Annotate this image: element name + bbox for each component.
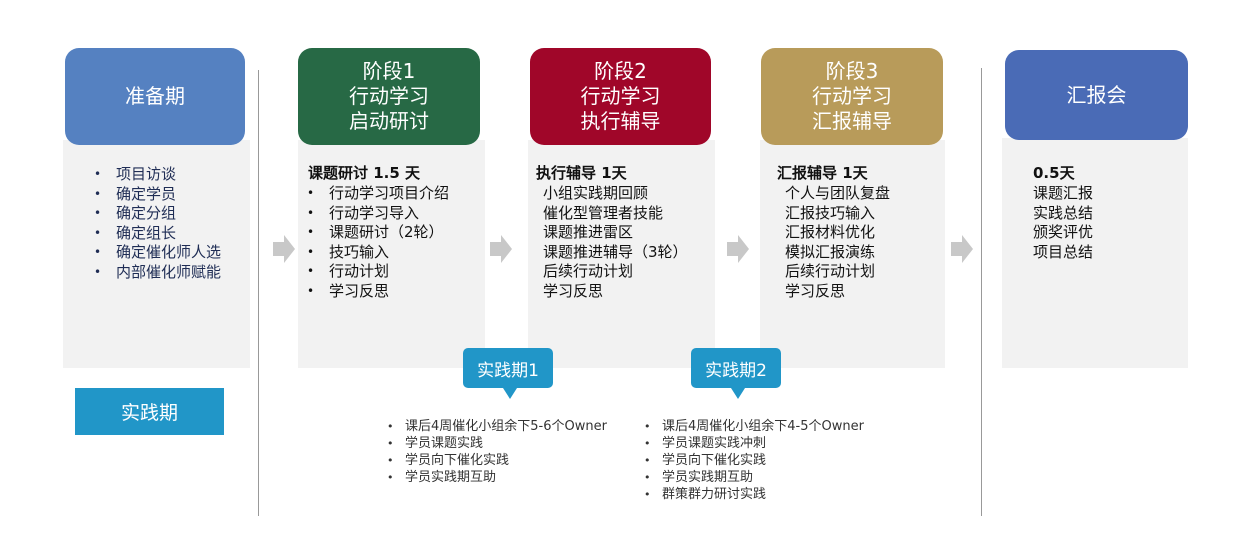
list-item: 技巧输入 [307, 243, 449, 263]
stage-header-phase-1: 阶段1 行动学习 启动研讨 [298, 48, 480, 145]
practice-2-list: 课后4周催化小组余下4-5个Owner 学员课题实践冲刺 学员向下催化实践 学员… [644, 418, 864, 503]
stage-title: 准备期 [125, 84, 185, 108]
list-item: 学员课题实践 [387, 435, 607, 452]
divider [258, 70, 259, 516]
list-item: 学员实践期互助 [387, 469, 607, 486]
list-item: 学员向下催化实践 [387, 452, 607, 469]
arrow-right-icon [273, 235, 295, 263]
preparation-list: 项目访谈 确定学员 确定分组 确定组长 确定催化师人选 内部催化师赋能 [94, 165, 221, 283]
list-item: 学员课题实践冲刺 [644, 435, 864, 452]
stage-heading: 0.5天 [1033, 164, 1075, 182]
list-item: 小组实践期回顾 [543, 184, 649, 202]
stage-heading: 课题研讨 1.5 天 [308, 164, 421, 182]
list-item: 学员向下催化实践 [644, 452, 864, 469]
practice-1-list: 课后4周催化小组余下5-6个Owner 学员课题实践 学员向下催化实践 学员实践… [387, 418, 607, 486]
list-item: 行动学习导入 [307, 204, 449, 224]
list-item: 学习反思 [307, 282, 449, 302]
stage-heading: 执行辅导 1天 [536, 164, 627, 182]
stage-title: 行动学习 [349, 84, 429, 108]
stage-title: 汇报会 [1066, 82, 1127, 107]
list-item: 模拟汇报演练 [785, 242, 876, 261]
list-item: 汇报材料优化 [785, 223, 876, 241]
stage-title: 阶段3 [825, 59, 879, 83]
stage-header-report: 汇报会 [1005, 50, 1188, 140]
list-item: 课后4周催化小组余下4-5个Owner [644, 418, 864, 435]
arrow-right-icon [490, 235, 512, 263]
list-item: 课题推进辅导（3轮） [543, 242, 688, 261]
practice-callout-2: 实践期2 [691, 348, 781, 399]
stage-title: 执行辅导 [580, 109, 661, 133]
list-item: 确定学员 [94, 185, 221, 205]
arrow-right-icon [727, 235, 749, 263]
list-item: 行动计划 [307, 262, 449, 282]
stage-title: 行动学习 [812, 84, 892, 108]
stage-heading: 汇报辅导 1天 [777, 164, 868, 182]
stage-body-phase-2 [528, 140, 715, 368]
list-item: 项目总结 [1033, 242, 1094, 261]
list-item: 汇报技巧输入 [785, 203, 876, 222]
list-item: 确定组长 [94, 224, 221, 244]
callout-label: 实践期2 [705, 360, 767, 381]
list-item: 实践总结 [1033, 203, 1094, 222]
list-item: 项目访谈 [94, 165, 221, 185]
stage-header-phase-3: 阶段3 行动学习 汇报辅导 [761, 48, 943, 145]
list-item: 学习反思 [543, 281, 604, 300]
list-item: 课题汇报 [1033, 184, 1094, 202]
phase-3-list: 个人与团队复盘 汇报技巧输入 汇报材料优化 模拟汇报演练 后续行动计划 学习反思 [785, 184, 890, 301]
stage-title: 阶段1 [362, 59, 416, 83]
list-item: 课后4周催化小组余下5-6个Owner [387, 418, 607, 435]
list-item: 后续行动计划 [785, 262, 876, 280]
stage-title: 阶段2 [594, 59, 647, 83]
callout-label: 实践期1 [477, 360, 539, 381]
list-item: 群策群力研讨实践 [644, 486, 864, 503]
arrow-right-icon [951, 235, 973, 263]
stage-title: 汇报辅导 [812, 109, 892, 133]
practice-callout-1: 实践期1 [463, 348, 553, 399]
phase-1-list: 行动学习项目介绍 行动学习导入 课题研讨（2轮） 技巧输入 行动计划 学习反思 [307, 184, 449, 302]
list-item: 催化型管理者技能 [543, 203, 664, 222]
list-item: 后续行动计划 [543, 262, 634, 280]
stage-title: 启动研讨 [349, 109, 429, 133]
list-item: 课题推进雷区 [543, 223, 634, 241]
list-item: 学习反思 [785, 281, 846, 300]
phase-2-list: 小组实践期回顾 催化型管理者技能 课题推进雷区 课题推进辅导（3轮） 后续行动计… [543, 184, 688, 301]
list-item: 颁奖评优 [1033, 223, 1094, 241]
divider [981, 68, 982, 516]
stage-title: 行动学习 [580, 84, 661, 108]
stage-body-report [1002, 138, 1188, 368]
stage-body-phase-3 [760, 140, 945, 368]
report-list: 课题汇报 实践总结 颁奖评优 项目总结 [1033, 184, 1093, 262]
list-item: 个人与团队复盘 [785, 184, 891, 202]
list-item: 内部催化师赋能 [94, 263, 221, 283]
practice-period-label: 实践期 [75, 388, 224, 435]
list-item: 确定分组 [94, 204, 221, 224]
stage-header-phase-2: 阶段2 行动学习 执行辅导 [530, 48, 711, 145]
list-item: 课题研讨（2轮） [307, 223, 449, 243]
list-item: 学员实践期互助 [644, 469, 864, 486]
stage-header-preparation: 准备期 [65, 48, 245, 145]
list-item: 确定催化师人选 [94, 243, 221, 263]
list-item: 行动学习项目介绍 [307, 184, 449, 204]
